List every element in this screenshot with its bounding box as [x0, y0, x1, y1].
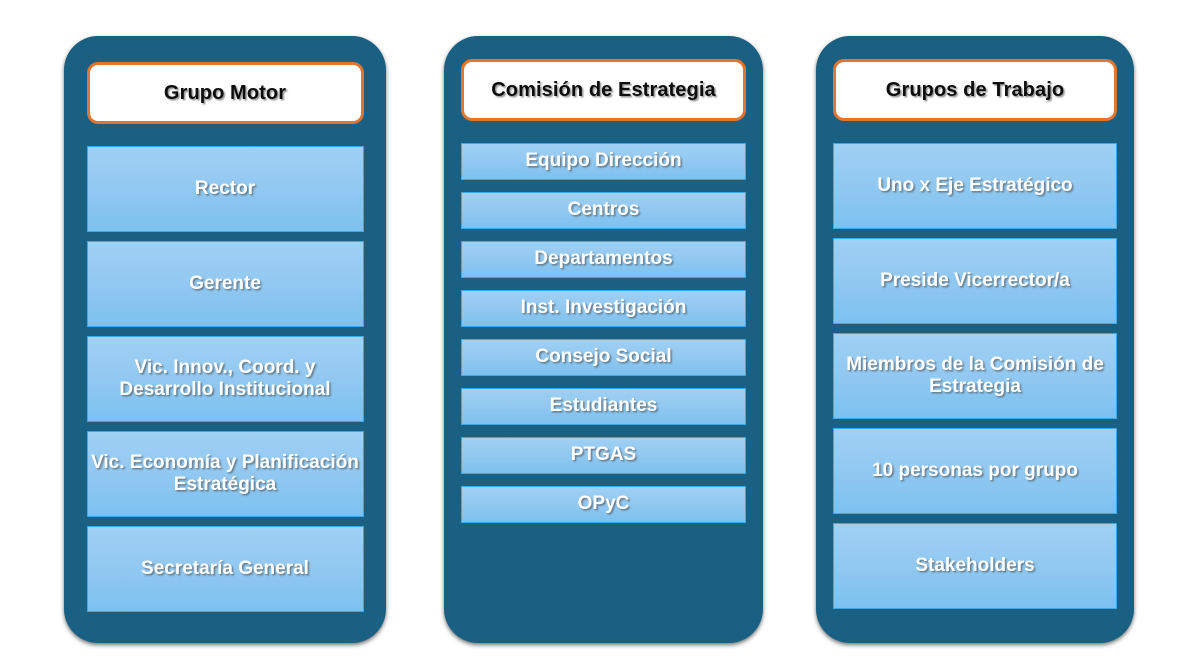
item-vic-economia: Vic. Economía y Planificación Estratégic… — [86, 431, 364, 517]
item-inst-investigacion: Inst. Investigación — [461, 290, 746, 327]
item-stakeholders: Stakeholders — [833, 523, 1117, 609]
item-list-grupo-motor: Rector Gerente Vic. Innov., Coord. y Des… — [64, 146, 386, 612]
item-10-personas-por-grupo: 10 personas por grupo — [833, 428, 1117, 514]
item-consejo-social: Consejo Social — [461, 339, 746, 376]
item-gerente: Gerente — [86, 241, 364, 327]
item-estudiantes: Estudiantes — [461, 388, 746, 425]
group-column-comision-de-estrategia: Comisión de Estrategia Equipo Dirección … — [444, 36, 763, 643]
item-departamentos: Departamentos — [461, 241, 746, 278]
item-opyc: OPyC — [461, 486, 746, 523]
item-list-grupos-de-trabajo: Uno x Eje Estratégico Preside Vicerrecto… — [816, 143, 1134, 609]
item-list-comision-de-estrategia: Equipo Dirección Centros Departamentos I… — [444, 143, 763, 523]
item-vic-innovacion: Vic. Innov., Coord. y Desarrollo Institu… — [86, 336, 364, 422]
item-equipo-direccion: Equipo Dirección — [461, 143, 746, 180]
group-column-grupo-motor: Grupo Motor Rector Gerente Vic. Innov., … — [64, 36, 386, 643]
item-centros: Centros — [461, 192, 746, 229]
item-preside-vicerrector: Preside Vicerrector/a — [833, 238, 1117, 324]
item-secretaria-general: Secretaría General — [86, 526, 364, 612]
column-header-grupo-motor: Grupo Motor — [86, 62, 364, 124]
item-miembros-comision-estrategia: Miembros de la Comisión de Estrategia — [833, 333, 1117, 419]
item-uno-por-eje-estrategico: Uno x Eje Estratégico — [833, 143, 1117, 229]
column-header-grupos-de-trabajo: Grupos de Trabajo — [833, 59, 1117, 121]
group-column-grupos-de-trabajo: Grupos de Trabajo Uno x Eje Estratégico … — [816, 36, 1134, 643]
item-ptgas: PTGAS — [461, 437, 746, 474]
column-header-comision-de-estrategia: Comisión de Estrategia — [461, 59, 746, 121]
item-rector: Rector — [86, 146, 364, 232]
